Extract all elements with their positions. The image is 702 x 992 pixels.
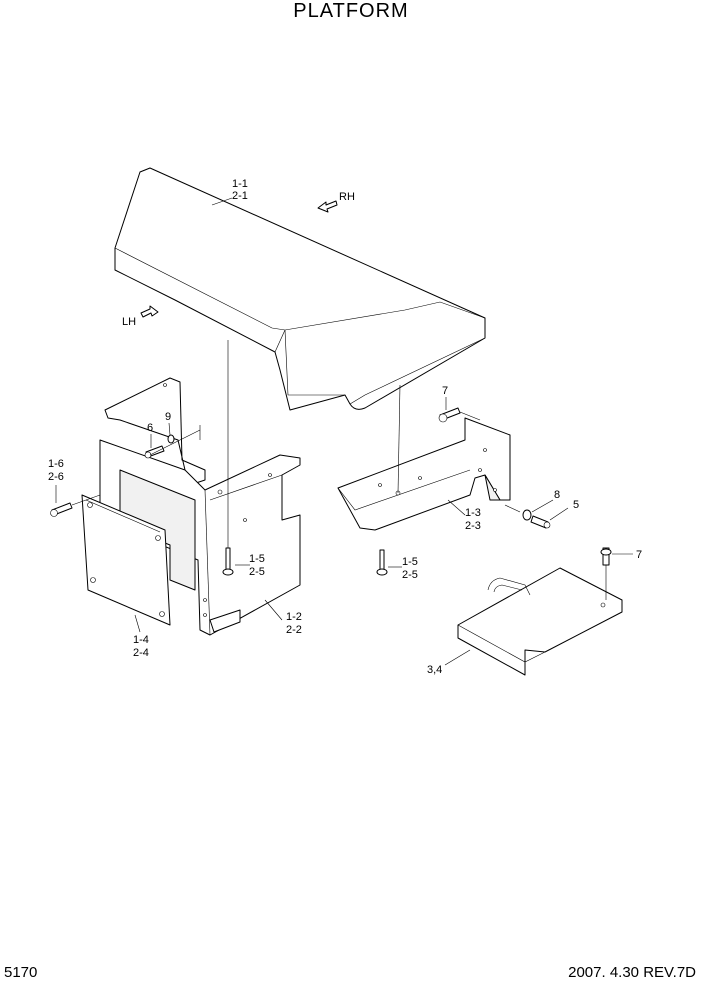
page-title: PLATFORM [293, 0, 409, 22]
washer-8 [522, 509, 532, 521]
callout-7-lower: 7 [636, 549, 642, 561]
callout-1-5-left: 1-5 [249, 553, 265, 565]
callout-9: 9 [165, 411, 171, 423]
callout-1-4: 1-4 [133, 634, 149, 646]
callout-7-upper: 7 [442, 385, 448, 397]
callout-2-2: 2-2 [286, 624, 302, 636]
bolt-1-5-right [376, 549, 388, 576]
bolt-1-6 [50, 502, 73, 517]
right-support-bracket [337, 417, 511, 531]
callout-2-5-left: 2-5 [249, 566, 265, 578]
callout-8: 8 [554, 489, 560, 501]
callout-2-5-right: 2-5 [402, 569, 418, 581]
lh-arrow-icon [140, 305, 159, 318]
left-cover-plate [81, 494, 171, 626]
callout-1-2: 1-2 [286, 611, 302, 623]
callout-6: 6 [147, 422, 153, 434]
callout-1-1: 1-1 [232, 178, 248, 190]
bolt-1-5-left [222, 547, 234, 576]
callout-3-4: 3,4 [427, 664, 442, 676]
callout-1-3: 1-3 [465, 507, 481, 519]
callout-2-6: 2-6 [48, 471, 64, 483]
callout-1-6: 1-6 [48, 458, 64, 470]
bolt-7-lower [600, 547, 612, 566]
rh-label: RH [339, 191, 355, 203]
bolt-5 [530, 515, 551, 529]
leader-lines [55, 197, 633, 666]
platform-top-panel [114, 167, 486, 411]
rh-arrow-icon [317, 200, 338, 213]
lh-label: LH [122, 316, 136, 328]
step-plate [457, 567, 623, 676]
bolt-6 [144, 445, 165, 459]
callout-2-1: 2-1 [232, 190, 248, 202]
page-number: 5170 [4, 964, 38, 981]
callout-2-4: 2-4 [133, 647, 149, 659]
callout-1-5-right: 1-5 [402, 556, 418, 568]
bolt-7-upper [438, 407, 461, 423]
callout-5: 5 [573, 499, 579, 511]
revision-date: 2007. 4.30 REV.7D [568, 964, 696, 981]
assembly-lines [71, 340, 607, 600]
callout-2-3: 2-3 [465, 520, 481, 532]
washer-9 [167, 434, 175, 444]
